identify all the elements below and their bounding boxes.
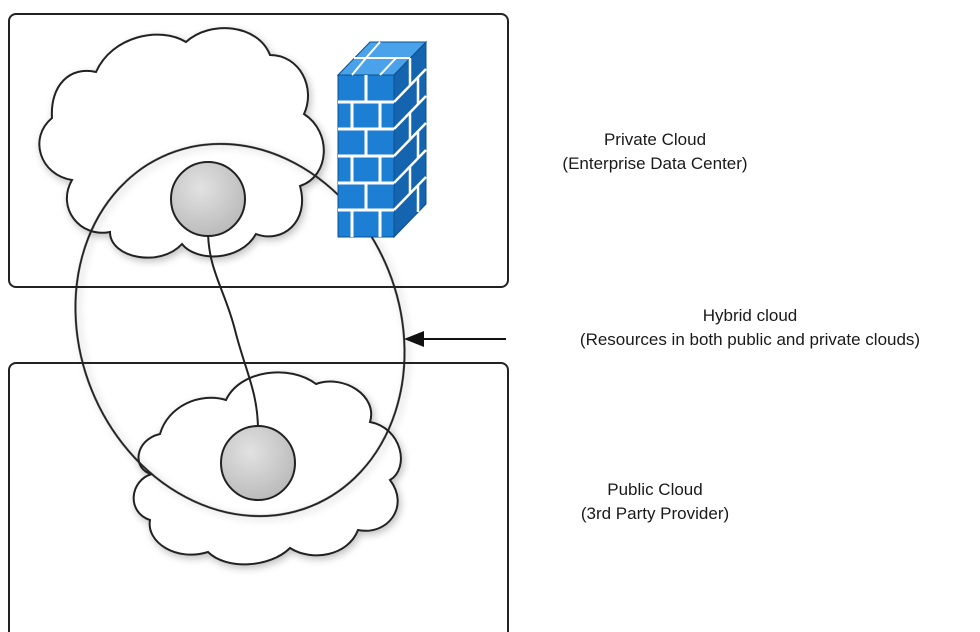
private-cloud-title: Private Cloud [603,130,707,149]
connection-line [207,229,259,431]
hybrid-cloud-ellipse [74,142,406,518]
hybrid-cloud-title: Hybrid cloud [702,306,798,325]
private-cloud-subtitle: (Enterprise Data Center) [562,154,748,173]
hybrid-cloud-label: Hybrid cloud (Resources in both public a… [520,304,980,352]
public-cloud-label: Public Cloud (3rd Party Provider) [520,478,790,526]
public-cloud-title: Public Cloud [607,480,703,499]
hybrid-cloud-subtitle: (Resources in both public and private cl… [579,330,921,349]
brick-wall-icon [336,40,428,239]
private-node-icon [170,161,246,237]
private-cloud-label: Private Cloud (Enterprise Data Center) [520,128,790,176]
public-cloud-subtitle: (3rd Party Provider) [580,504,730,523]
public-node-icon [220,425,296,501]
left-arrow-icon [404,331,506,347]
